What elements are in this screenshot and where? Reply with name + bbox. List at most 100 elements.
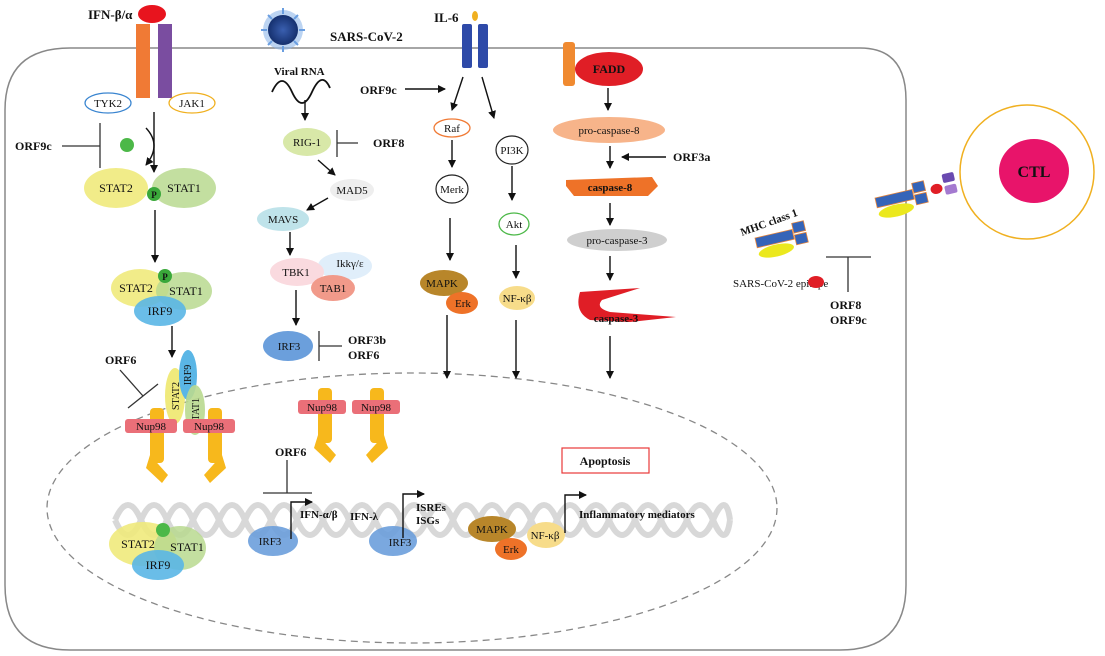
nuc-irf3-b (369, 526, 417, 556)
isre-transcription-arrow (402, 490, 425, 538)
phosphate (147, 187, 161, 201)
fadd-label: FADD (593, 62, 626, 76)
pi3k (495, 135, 529, 165)
nuc-irf9-label: IRF9 (146, 558, 171, 572)
akt (498, 212, 530, 236)
ctl-nucleus (999, 139, 1069, 203)
cell-membrane (4, 47, 907, 651)
tyk2-label: TYK2 (94, 98, 122, 110)
death-receptor (563, 42, 575, 86)
erk-label: Erk (455, 298, 471, 310)
viral-rna-label: Viral RNA (274, 66, 325, 78)
nuc-mapk-label: MAPK (476, 524, 508, 536)
procaspase-8 (553, 117, 665, 143)
procaspase-3 (567, 229, 667, 251)
isres-label: ISREs (416, 502, 447, 514)
mavs-label: MAVS (268, 214, 298, 226)
inflammatory-label: Inflammatory mediators (579, 509, 696, 521)
il6-receptor-left (462, 24, 472, 68)
nuc-irf3-a (248, 526, 298, 556)
stat1-label: STAT1 (167, 181, 201, 195)
nuc-erk (495, 538, 527, 560)
orf6-label-irf3: ORF6 (348, 348, 379, 362)
stat1-cyto (152, 168, 216, 208)
casp3-label: caspase-3 (594, 313, 639, 325)
mapk-label: MAPK (426, 278, 458, 290)
npc-irf9-label: IRF9 (183, 365, 194, 386)
ifn-lambda-label: IFN-λ (350, 511, 379, 523)
caspase-8 (566, 177, 658, 196)
orf6-inhibit-line (119, 369, 144, 397)
nup98-label: Nup98 (194, 421, 224, 433)
nuclear-pore-complex-left (125, 408, 235, 483)
raf (433, 118, 471, 138)
orf9c-label-jak: ORF9c (15, 139, 52, 153)
apoptosis-label: Apoptosis (580, 454, 631, 468)
stat2-label: STAT2 (99, 181, 133, 195)
nup98-label: Nup98 (307, 402, 337, 414)
ifnar-receptor-purple (158, 24, 172, 98)
tab1 (311, 275, 355, 301)
apoptosis-box (561, 447, 650, 474)
nuc-nfkb (527, 522, 565, 548)
akt-label: Akt (506, 219, 523, 231)
ctl-label: CTL (1018, 164, 1051, 181)
jak1-label: JAK1 (179, 98, 205, 110)
orf3b-label: ORF3b (348, 333, 386, 347)
virus-label: SARS-CoV-2 (330, 29, 403, 44)
npc-stat2-label: STAT2 (171, 382, 182, 410)
merk-label: Merk (440, 184, 464, 196)
mad5-to-mavs-arrow (306, 197, 329, 211)
erk-cyto (446, 292, 478, 314)
isgf3-stat2-label: STAT2 (119, 281, 153, 295)
npc-stat1-label: STAT1 (191, 398, 202, 426)
ifnar-receptor-orange (136, 24, 150, 98)
phosphate-label: P (151, 190, 157, 200)
viral-rna-icon (271, 79, 331, 104)
isgf3-irf9 (134, 296, 186, 326)
il6-label: IL-6 (434, 10, 459, 25)
phosphorylation-arrow (145, 127, 155, 166)
caspase-3 (578, 288, 676, 322)
nuc-erk-label: Erk (503, 544, 519, 556)
sars-cov-2-virion-icon (261, 8, 305, 52)
rig1 (283, 128, 331, 156)
orf9c-label-mhc: ORF9c (830, 313, 867, 327)
epitope-icon (808, 276, 824, 288)
orf6-label-jak: ORF6 (105, 353, 136, 367)
rig1-label: RIG-1 (293, 137, 321, 149)
tbk1 (270, 258, 324, 286)
il6-ligand (472, 11, 478, 21)
mhc-class-1-intracellular (754, 220, 809, 258)
fadd (575, 52, 643, 86)
irf3-transcription-arrow (290, 498, 313, 539)
nuc-nfkb-label: NF-κβ (531, 530, 560, 542)
rig1-to-mad5-arrow (317, 159, 336, 176)
isgf3-stat1-label: STAT1 (169, 284, 203, 298)
nfkb-cyto (499, 286, 535, 310)
procasp8-label: pro-caspase-8 (578, 125, 640, 137)
irf3-cyto (263, 331, 313, 361)
ifn-ligand (138, 5, 166, 23)
nuclear-pore-complex-right (298, 388, 400, 463)
nucleus-envelope (46, 372, 778, 644)
inflammatory-transcription-arrow (564, 491, 587, 533)
nuc-irf3-b-label: IRF3 (389, 537, 412, 549)
ifn-label: IFN-β/α (88, 7, 133, 22)
phosphate-free (120, 138, 134, 152)
nuc-stat2-label: STAT2 (121, 537, 155, 551)
jak1 (168, 92, 216, 114)
orf8-label-rig: ORF8 (373, 136, 404, 150)
casp8-label: caspase-8 (588, 182, 633, 194)
isgf3-p-label: P (162, 272, 168, 282)
il6-to-pi3k-arrow (481, 76, 496, 119)
mavs (257, 207, 309, 231)
orf3a-label: ORF3a (673, 150, 710, 164)
isgf3-phosphate (158, 269, 172, 283)
epitope-label: SARS-CoV-2 epitope (733, 278, 828, 290)
orf9c-label-il6: ORF9c (360, 83, 397, 97)
nfkb-label: NF-κβ (503, 293, 532, 305)
ikk-label: Ikkγ/ε (336, 258, 364, 270)
ctl-cell-boundary (959, 104, 1095, 240)
